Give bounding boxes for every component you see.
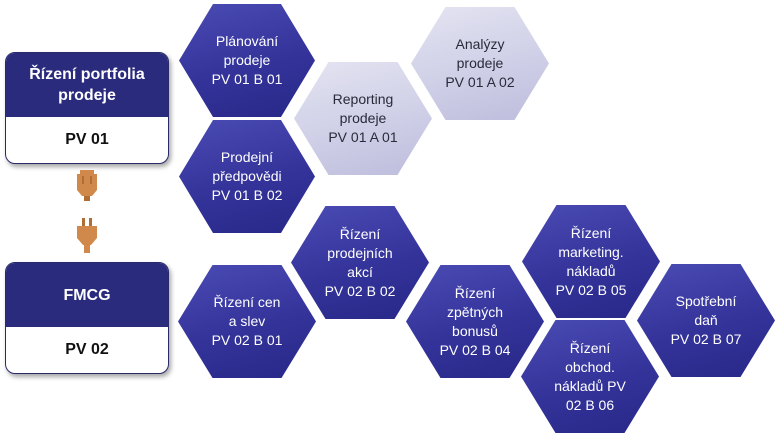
hex-shape — [637, 264, 775, 377]
hex-planovani-prodeje: Plánování prodeje PV 01 B 01 — [179, 4, 315, 117]
hex-label: Řízení cen a slev PV 02 B 01 — [178, 265, 316, 378]
hex-rizeni-obchod-nakladu: Řízení obchod. nákladů PV 02 B 06 — [521, 320, 659, 433]
card-pv02-title: FMCG — [6, 263, 168, 327]
hex-label-line: nákladů — [566, 262, 616, 279]
hex-label-line: Řízení — [569, 339, 611, 356]
hex-analyzy-prodeje: Analýzy prodeje PV 01 A 02 — [411, 7, 549, 120]
hex-label-line: Řízení — [339, 225, 381, 242]
hex-spotrebni-dan: Spotřební daň PV 02 B 07 — [637, 264, 775, 377]
hex-shape — [406, 265, 544, 378]
hex-label-line: prodeje — [223, 52, 271, 68]
card-pv01-code: PV 01 — [65, 131, 109, 148]
hex-label: Prodejní předpovědi PV 01 B 02 — [179, 120, 315, 233]
hex-label-line: 02 B 06 — [565, 396, 615, 413]
hex-rizeni-zpetnych-bonusu: Řízení zpětných bonusů PV 02 B 04 — [406, 265, 544, 378]
hex-label-line: Řízení cen — [213, 294, 281, 310]
hex-label-line: PV 01 A 02 — [445, 74, 515, 90]
hex-rizeni-cen-a-slev: Řízení cen a slev PV 02 B 01 — [178, 265, 316, 378]
card-pv01-title: Řízení portfolia prodeje — [6, 53, 168, 117]
hex-rizeni-prodejnich-akci: Řízení prodejních akcí PV 02 B 02 — [291, 206, 429, 319]
hex-label-line: PV 02 B 01 — [211, 332, 283, 348]
hex-shape — [178, 265, 316, 378]
hex-label-line: nákladů PV — [554, 377, 626, 394]
card-pv01: Řízení portfolia prodeje PV 01 — [5, 52, 169, 164]
hex-label-line: Spotřební — [675, 293, 737, 309]
hex-reporting-prodeje: Reporting prodeje PV 01 A 01 — [294, 62, 432, 175]
hex-label-line: marketing. — [558, 243, 624, 260]
hex-label-line: předpovědi — [212, 168, 282, 184]
hex-shape — [521, 320, 659, 433]
hex-label-line: prodejních — [327, 244, 393, 261]
hex-shape — [411, 7, 549, 120]
hex-label-line: PV 02 B 04 — [439, 341, 511, 358]
hex-label-line: Řízení — [454, 284, 496, 301]
hex-prodejni-predpovedi: Prodejní předpovědi PV 01 B 02 — [179, 120, 315, 233]
hex-label-line: bonusů — [452, 322, 498, 339]
hex-rizeni-marketing-nakladu: Řízení marketing. nákladů PV 02 B 05 — [522, 205, 660, 318]
hex-label: Řízení prodejních akcí PV 02 B 02 — [291, 206, 429, 319]
hex-label-line: Reporting — [332, 91, 394, 107]
hex-label-line: PV 02 B 07 — [670, 331, 742, 347]
hex-label-line: akcí — [347, 263, 373, 280]
hex-label-line: Analýzy — [455, 36, 505, 52]
hex-label-line: Prodejní — [220, 149, 274, 165]
hex-label-line: prodeje — [456, 55, 504, 71]
hex-label: Řízení zpětných bonusů PV 02 B 04 — [406, 265, 544, 378]
hex-label-line: PV 01 A 01 — [328, 129, 398, 145]
hex-label-line: Řízení — [570, 224, 612, 241]
hex-label-line: PV 02 B 05 — [555, 281, 627, 298]
hex-label: Řízení marketing. nákladů PV 02 B 05 — [522, 205, 660, 318]
card-pv02-code: PV 02 — [65, 341, 109, 358]
hex-label: Reporting prodeje PV 01 A 01 — [294, 62, 432, 175]
hex-label-line: PV 02 B 02 — [324, 282, 396, 299]
hex-label-line: PV 01 B 01 — [211, 71, 283, 87]
plug-icon — [77, 218, 97, 253]
card-pv02: FMCG PV 02 — [5, 262, 169, 374]
hex-label: Plánování prodeje PV 01 B 01 — [179, 4, 315, 117]
hex-label: Řízení obchod. nákladů PV 02 B 06 — [521, 320, 659, 433]
hex-label: Analýzy prodeje PV 01 A 02 — [411, 7, 549, 120]
hex-label-line: daň — [694, 312, 718, 328]
hex-label-line: PV 01 B 02 — [211, 187, 283, 203]
hex-label-line: a slev — [228, 313, 266, 329]
hex-label-line: Plánování — [215, 33, 279, 49]
hex-label-line: obchod. — [565, 358, 615, 375]
hex-label: Spotřební daň PV 02 B 07 — [637, 264, 775, 377]
plug-socket-icon — [77, 170, 97, 201]
hex-label-line: zpětných — [446, 303, 504, 320]
hex-label-line: prodeje — [339, 110, 387, 126]
